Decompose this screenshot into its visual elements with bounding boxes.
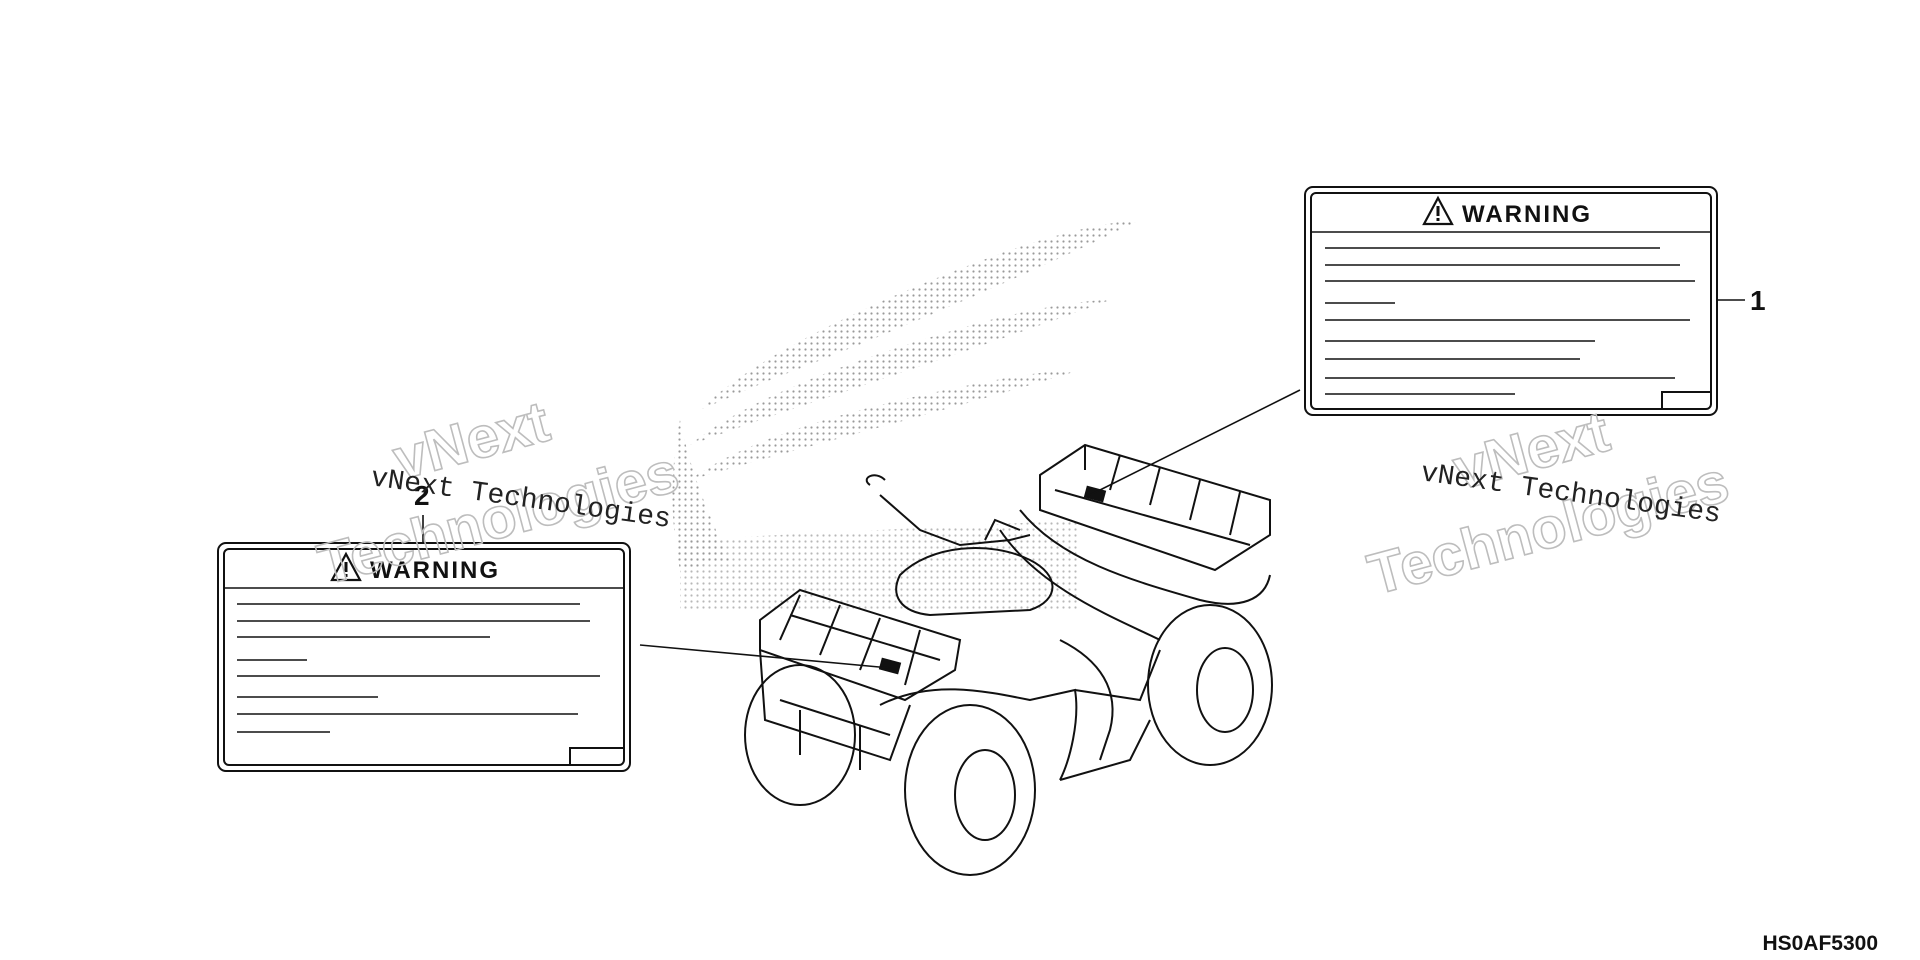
- watermark-right: vNext Technologies vNext Technologies: [1361, 398, 1736, 608]
- warning-label-1: WARNING 1: [1304, 186, 1766, 416]
- atv-illustration: [744, 443, 1273, 876]
- wing-logo-background: [672, 220, 1140, 610]
- label-1-title: WARNING: [1462, 201, 1592, 228]
- callout-number-2: 2: [414, 480, 430, 511]
- diagram-code: HS0AF5300: [1762, 932, 1878, 955]
- leader-lines: [639, 389, 1301, 669]
- warning-triangle-icon: [330, 551, 362, 582]
- warning-label-2: WARNING 2: [217, 480, 631, 772]
- warning-triangle-icon: [1422, 195, 1454, 226]
- callout-number-1: 1: [1750, 285, 1766, 316]
- label-2-title: WARNING: [370, 557, 500, 584]
